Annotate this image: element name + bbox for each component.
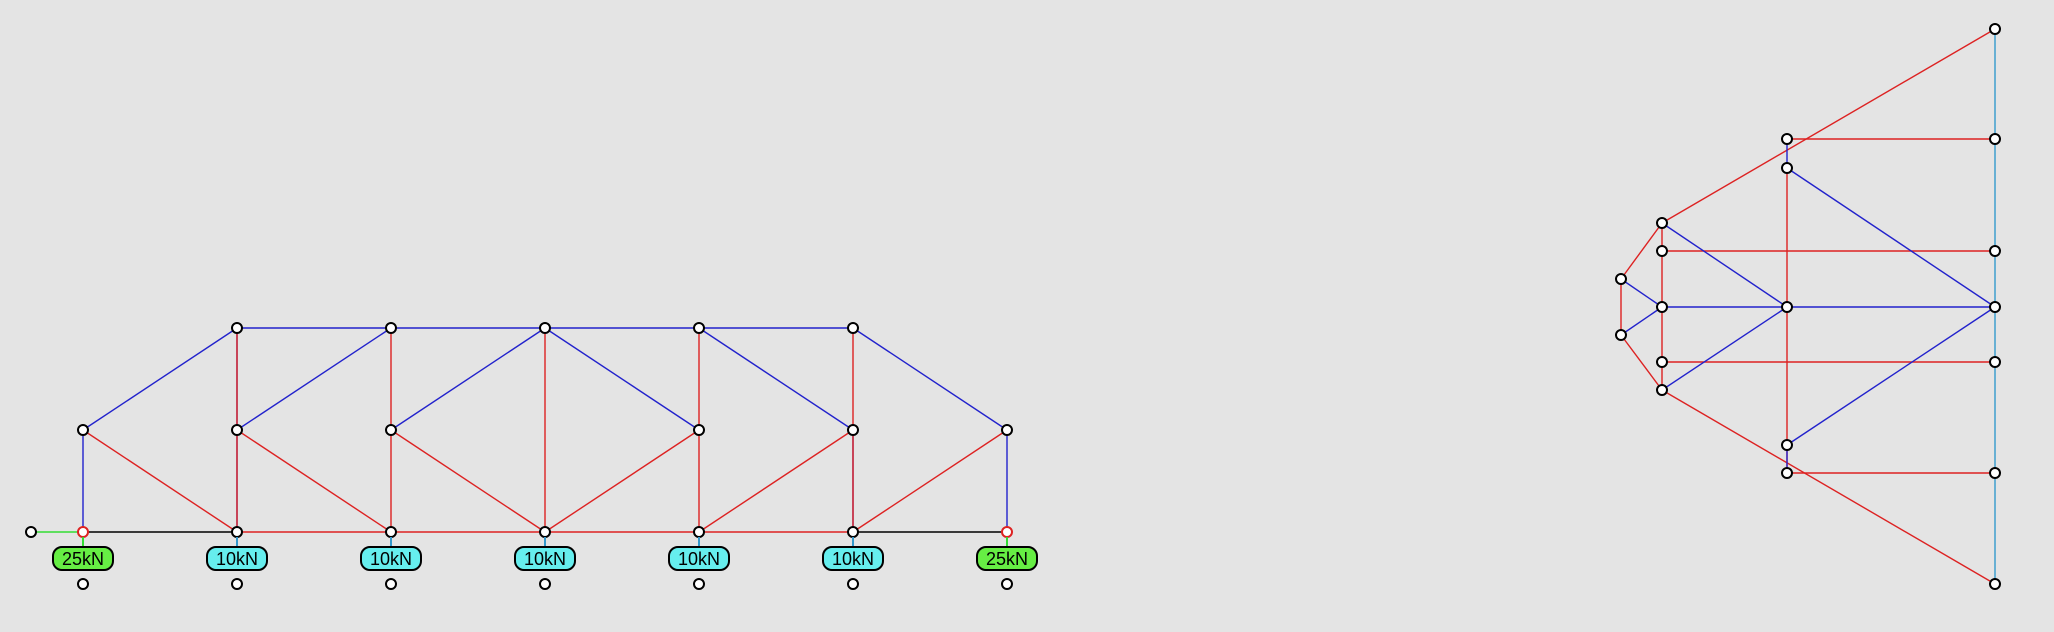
force-line-p-l [1620,306,1663,336]
truss-member-L5-M6[interactable] [852,429,1008,533]
force-node[interactable] [1781,439,1793,451]
force-node[interactable] [1656,245,1668,257]
load-handle[interactable] [385,578,397,590]
truss-joint[interactable] [693,322,705,334]
truss-joint[interactable] [693,526,705,538]
force-node[interactable] [1989,467,2001,479]
label-box [52,546,114,571]
force-node[interactable] [1615,273,1627,285]
truss-member-M2-U3[interactable] [390,327,546,431]
label-box [668,546,730,571]
load-label[interactable]: 10kN [668,546,730,571]
truss-joint[interactable] [539,526,551,538]
force-node[interactable] [1989,23,2001,35]
load-value: 10kN [678,549,720,569]
force-node[interactable] [1781,133,1793,145]
force-node[interactable] [1781,467,1793,479]
load-label[interactable]: 10kN [360,546,422,571]
support-joint[interactable] [1001,526,1013,538]
force-line-h-b3 [1786,306,1996,446]
truss-member-U3-M4[interactable] [544,327,700,431]
truss-member-M0-U1[interactable] [82,327,238,431]
truss-member-L3-M4[interactable] [544,429,700,533]
truss-joint[interactable] [77,424,89,436]
load-handle[interactable] [77,578,89,590]
load-value: 10kN [832,549,874,569]
load-handle[interactable] [693,578,705,590]
force-line-o-l [1620,278,1663,308]
force-node[interactable] [1989,356,2001,368]
truss-joint[interactable] [847,424,859,436]
truss-member-U5-M6[interactable] [852,327,1008,431]
label-box [206,546,268,571]
truss-joint[interactable] [847,526,859,538]
support-joint[interactable] [77,526,89,538]
truss-joint[interactable] [385,526,397,538]
force-node[interactable] [1656,217,1668,229]
force-node[interactable] [1989,578,2001,590]
reaction-label[interactable]: 25kN [52,546,114,571]
load-value: 25kN [986,549,1028,569]
truss-member-M1-L2[interactable] [236,429,392,533]
load-value: 10kN [524,549,566,569]
force-node[interactable] [1656,301,1668,313]
load-value: 25kN [62,549,104,569]
load-value: 10kN [216,549,258,569]
force-line-b0-j [1661,28,1996,224]
label-box [360,546,422,571]
label-box [514,546,576,571]
force-node[interactable] [1656,384,1668,396]
force-node[interactable] [1615,329,1627,341]
truss-member-M1-U2[interactable] [236,327,392,431]
load-label[interactable]: 10kN [206,546,268,571]
force-node[interactable] [1989,133,2001,145]
load-handle[interactable] [231,578,243,590]
force-line-n-b6 [1661,389,1996,585]
force-line-j-g [1661,222,1788,308]
truss-joint[interactable] [385,322,397,334]
truss-member-M0-L1[interactable] [82,429,238,533]
label-box [976,546,1038,571]
force-line-f-b3 [1786,167,1996,308]
load-label[interactable]: 10kN [514,546,576,571]
load-handle[interactable] [1001,578,1013,590]
truss-joint[interactable] [847,322,859,334]
truss-space-diagram [31,327,1008,533]
truss-joint[interactable] [1001,424,1013,436]
load-label[interactable]: 10kN [822,546,884,571]
truss-joint[interactable] [231,526,243,538]
force-node[interactable] [1656,356,1668,368]
force-polygon-nodes [1615,23,2001,590]
truss-joint[interactable] [385,424,397,436]
force-node[interactable] [1781,301,1793,313]
truss-joint[interactable] [539,322,551,334]
truss-joint[interactable] [693,424,705,436]
force-polygon-diagram [1620,28,1996,585]
force-node[interactable] [1781,162,1793,174]
truss-joint[interactable] [231,424,243,436]
truss-member-M2-L3[interactable] [390,429,546,533]
truss-joint[interactable] [25,526,37,538]
load-labels: 25kN 10kN 10kN 10kN 10kN 10kN 25kN [52,537,1038,590]
load-value: 10kN [370,549,412,569]
truss-joint[interactable] [231,322,243,334]
force-line-n-g [1661,306,1788,391]
label-box [822,546,884,571]
force-line-p-n [1620,334,1663,391]
force-line-o-j [1620,222,1663,280]
load-handle[interactable] [539,578,551,590]
truss-member-L4-M5[interactable] [698,429,854,533]
truss-joints [25,322,1013,538]
load-handle[interactable] [847,578,859,590]
truss-member-U4-M5[interactable] [698,327,854,431]
force-node[interactable] [1989,301,2001,313]
force-node[interactable] [1989,245,2001,257]
reaction-label[interactable]: 25kN [976,546,1038,571]
